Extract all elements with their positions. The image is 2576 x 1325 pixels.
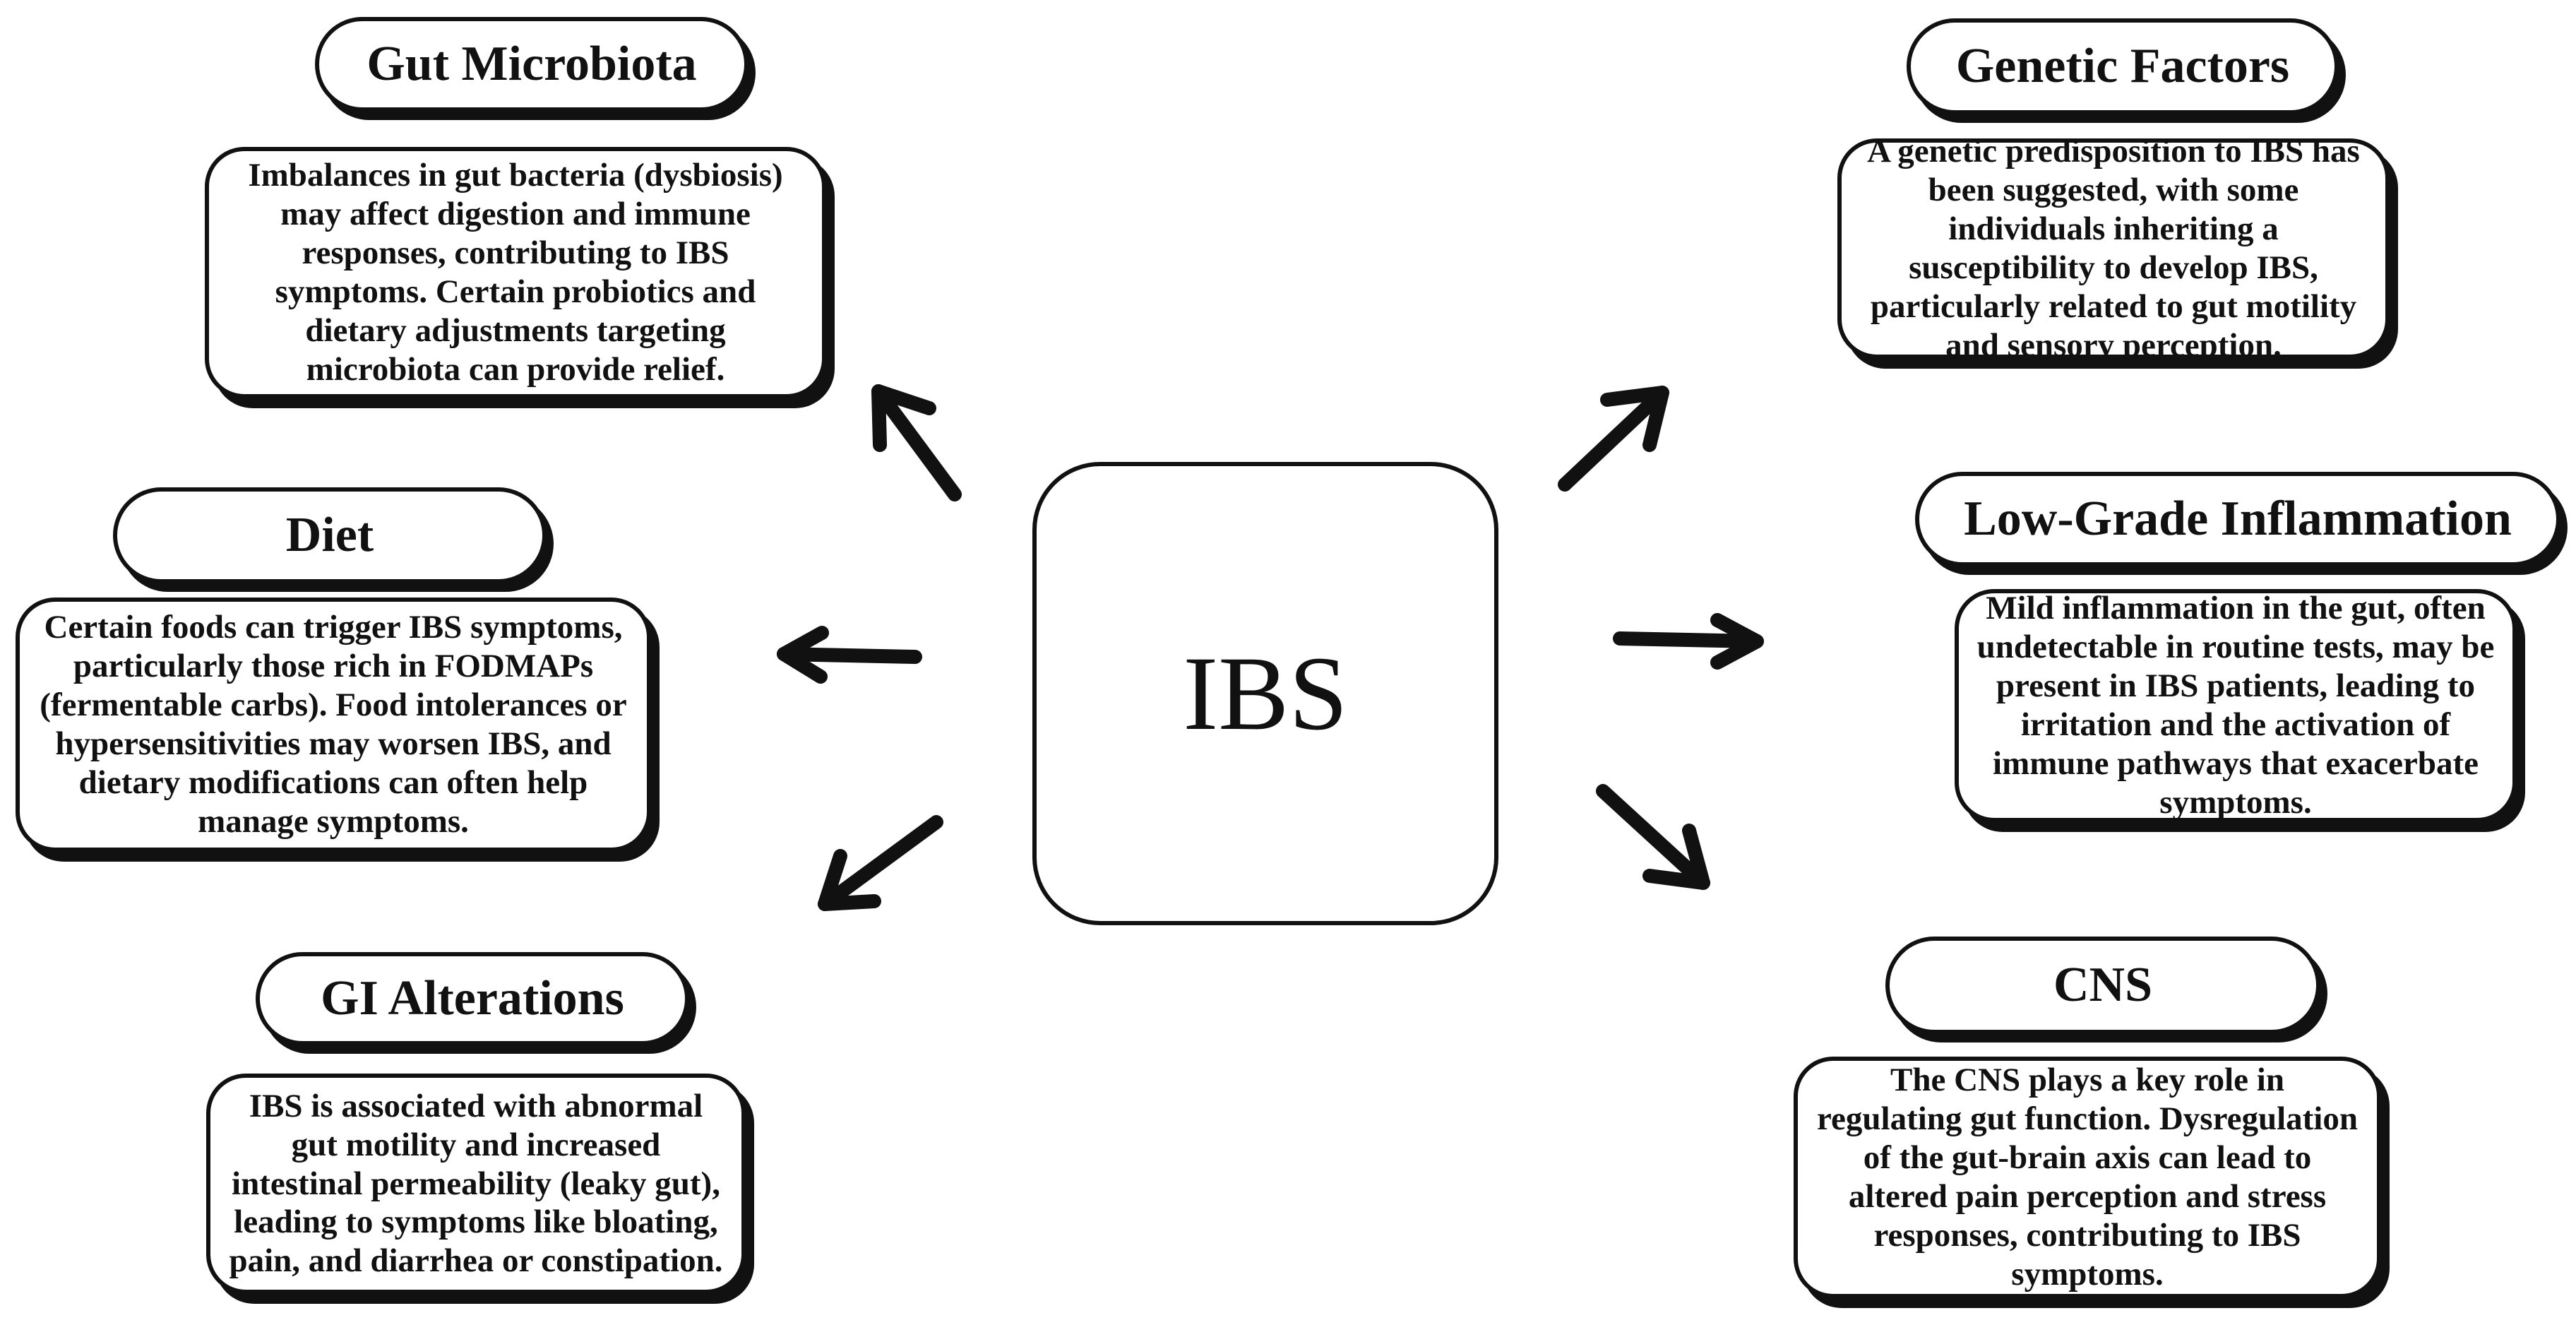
- gut-microbiota-description-text: Imbalances in gut bacteria (dysbiosis) m…: [248, 157, 783, 388]
- cns-description-text: The CNS plays a key role in regulating g…: [1817, 1062, 2358, 1293]
- low-grade-inflammation-description-text: Mild inflammation in the gut, often unde…: [1976, 590, 2495, 821]
- genetic-factors-description: A genetic predisposition to IBS has been…: [1837, 133, 2390, 364]
- gut-microbiota-title: Gut Microbiota: [315, 17, 749, 112]
- low-grade-inflammation-description: Mild inflammation in the gut, often unde…: [1955, 589, 2517, 822]
- diet-title-text: Diet: [285, 508, 374, 562]
- arrow-to-diet: [777, 626, 922, 684]
- center-node: IBS: [1032, 462, 1498, 925]
- low-grade-inflammation-title-text: Low-Grade Inflammation: [1964, 492, 2512, 546]
- arrow-to-gut-microbiota: [871, 384, 962, 501]
- gi-alterations-title: GI Alterations: [256, 952, 689, 1045]
- arrow-to-genetic-factors: [1558, 386, 1669, 492]
- gut-microbiota-description: Imbalances in gut bacteria (dysbiosis) m…: [205, 147, 826, 398]
- cns-title-text: CNS: [2053, 958, 2153, 1012]
- cns-title: CNS: [1885, 937, 2320, 1034]
- cns-description: The CNS plays a key role in regulating g…: [1794, 1057, 2381, 1298]
- diet-description-text: Certain foods can trigger IBS symptoms, …: [40, 609, 627, 840]
- gut-microbiota-title-text: Gut Microbiota: [366, 37, 697, 91]
- arrow-to-cns: [1596, 784, 1710, 890]
- gi-alterations-description: IBS is associated with abnormal gut moti…: [206, 1074, 746, 1294]
- genetic-factors-title: Genetic Factors: [1907, 18, 2339, 114]
- gi-alterations-description-text: IBS is associated with abnormal gut moti…: [229, 1087, 723, 1280]
- diet-description: Certain foods can trigger IBS symptoms, …: [16, 598, 651, 852]
- gi-alterations-title-text: GI Alterations: [321, 971, 624, 1026]
- center-label: IBS: [1183, 635, 1348, 752]
- genetic-factors-description-text: A genetic predisposition to IBS has been…: [1867, 133, 2360, 364]
- diet-title: Diet: [113, 487, 547, 583]
- low-grade-inflammation-title: Low-Grade Inflammation: [1915, 472, 2560, 566]
- genetic-factors-title-text: Genetic Factors: [1955, 39, 2290, 93]
- arrow-to-low-grade-inflammation: [1613, 613, 1764, 670]
- arrow-to-gi-alterations: [818, 815, 943, 911]
